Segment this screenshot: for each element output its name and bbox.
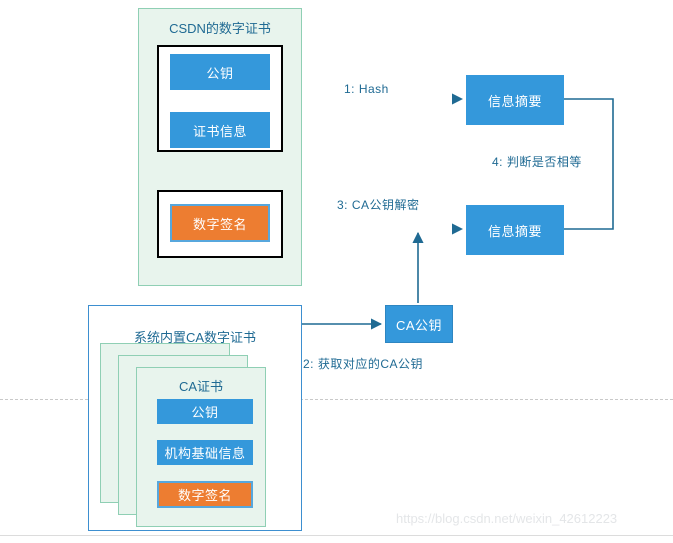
digital-signature-box: 数字签名	[170, 204, 270, 242]
ca-org-info-box: 机构基础信息	[157, 440, 253, 465]
public-key-box: 公钥	[170, 54, 270, 90]
ca-cert-card-title: CA证书	[178, 379, 224, 394]
message-digest-bottom: 信息摘要	[466, 205, 564, 255]
edge-label-step3: 3: CA公钥解密	[337, 198, 420, 212]
edge-label-step2: 2: 获取对应的CA公钥	[303, 357, 424, 371]
ca-digital-signature-box: 数字签名	[157, 481, 253, 508]
message-digest-top: 信息摘要	[466, 75, 564, 125]
ca-public-key-box: 公钥	[157, 399, 253, 424]
ca-public-key-node: CA公钥	[385, 305, 453, 343]
watermark-text: https://blog.csdn.net/weixin_42612223	[396, 511, 618, 526]
horizontal-guide-dashed	[0, 399, 673, 400]
horizontal-guide-solid	[0, 535, 673, 536]
edge-label-step4: 4: 判断是否相等	[492, 155, 582, 169]
edge-label-step1: 1: Hash	[344, 82, 389, 96]
cert-info-box: 证书信息	[170, 112, 270, 148]
system-ca-title: 系统内置CA数字证书	[133, 330, 257, 345]
csdn-certificate-title: CSDN的数字证书	[169, 21, 271, 36]
